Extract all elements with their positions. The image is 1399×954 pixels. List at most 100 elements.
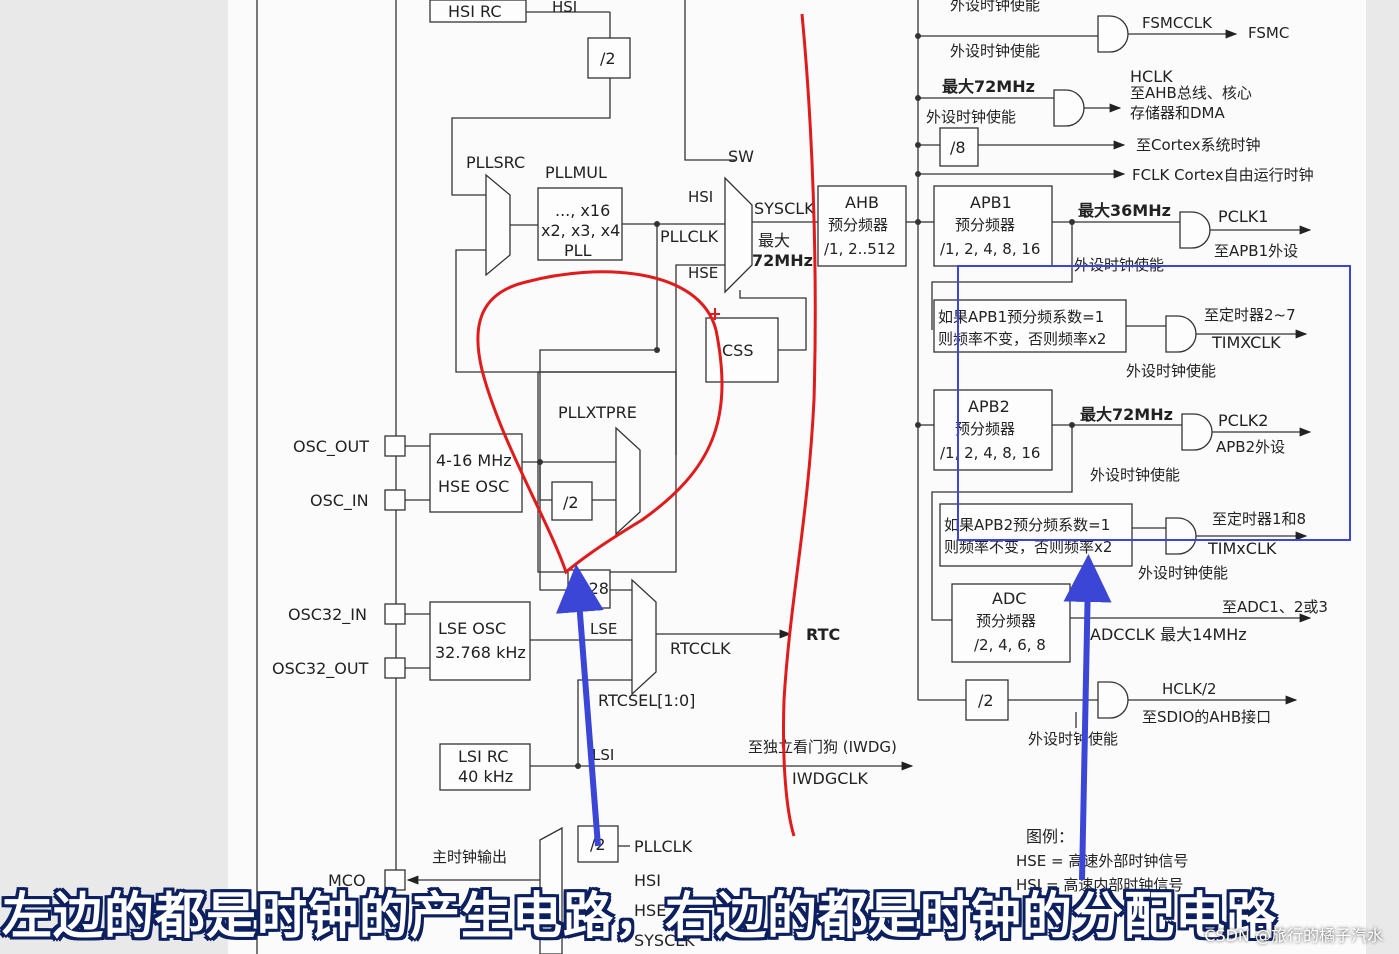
rtcclk-label: RTCCLK — [670, 639, 731, 658]
pll-line3: PLL — [564, 241, 592, 260]
iwdg-label: 至独立看门狗 (IWDG) — [748, 738, 897, 756]
enable-hclk-label: 外设时钟使能 — [926, 108, 1016, 126]
sdio-div2-label: /2 — [978, 691, 994, 710]
hclk-line3: 存储器和DMA — [1130, 104, 1225, 122]
mco-sysclk-label: SYSCLK — [634, 931, 695, 950]
pclk2-label: PCLK2 — [1218, 411, 1268, 430]
apb2-multiplier-box — [939, 503, 1133, 567]
ahb-line3: /1, 2..512 — [824, 240, 896, 258]
osc-in-label: OSC_IN — [310, 491, 369, 511]
blue-arrow-right — [1063, 554, 1112, 881]
timxclk2-label: TIMxCLK — [1207, 539, 1277, 558]
top-enable-a-label: 外设时钟使能 — [950, 0, 1040, 14]
sdio-and-gate — [1097, 681, 1129, 719]
div8-label: /8 — [950, 138, 966, 157]
fsmc-label: FSMC — [1248, 24, 1289, 42]
fsmcclk-label: FSMCCLK — [1142, 14, 1213, 32]
max72-a-label: 最大72MHz — [942, 77, 1035, 96]
hse-osc-box — [429, 433, 523, 513]
apb2-dev-label: APB2外设 — [1216, 438, 1285, 456]
hsi-rc-label: HSI RC — [448, 2, 501, 21]
apb2-prescaler-box — [933, 389, 1053, 471]
mux-hsi-label: HSI — [688, 188, 713, 206]
mco-hse-label: HSE — [634, 901, 666, 920]
red-divider-stroke — [781, 13, 817, 837]
pllxtpre-mux — [615, 426, 641, 536]
adc-line3: /2, 4, 6, 8 — [974, 636, 1046, 654]
lse-osc-box — [429, 601, 531, 681]
apb2-mult-line2: 则频率不变，否则频率x2 — [944, 538, 1112, 556]
lsi-label: LSI — [592, 746, 614, 764]
enable-apb2-label: 外设时钟使能 — [1090, 466, 1180, 484]
blue-highlight-box — [957, 265, 1351, 541]
sysclk-max-a: 最大 — [758, 231, 790, 250]
osc32-in-label: OSC32_IN — [288, 605, 367, 625]
apb1-multiplier-box — [933, 299, 1127, 353]
pclk1-label: PCLK1 — [1218, 207, 1268, 226]
hclk-and-gate — [1053, 89, 1085, 127]
fsmc-and-gate — [1097, 15, 1129, 53]
red-pll-circle — [476, 270, 724, 575]
apb1-mult-line2: 则频率不变，否则频率x2 — [938, 330, 1106, 348]
hclk-line1: HCLK — [1130, 67, 1173, 86]
max72-b-label: 最大72MHz — [1080, 405, 1173, 424]
div8-box — [939, 127, 979, 167]
hse-osc-line1: 4-16 MHz — [436, 451, 512, 470]
apb1-prescaler-box — [933, 185, 1053, 267]
iwdgclk-label: IWDGCLK — [792, 769, 868, 788]
apb2-line2: 预分频器 — [955, 420, 1015, 438]
mco-pin — [384, 869, 406, 891]
hse-osc-line2: HSE OSC — [438, 477, 509, 496]
tim27-and-gate — [1165, 315, 1197, 353]
legend-hse: HSE = 高速外部时钟信号 — [1016, 852, 1188, 870]
watermark: CSDN @旅行的橘子汽水 — [1204, 926, 1383, 945]
osc32-out-label: OSC32_OUT — [272, 659, 369, 679]
mco-pllclk-label: PLLCLK — [634, 837, 693, 856]
timxclk-label: TIMXCLK — [1211, 333, 1281, 352]
tim27-label: 至定时器2~7 — [1204, 306, 1296, 324]
apb1-mult-line1: 如果APB1预分频系数=1 — [938, 308, 1104, 326]
hsi-div2-box — [587, 37, 631, 79]
osc-in-pin — [384, 489, 406, 511]
hsi-label: HSI — [552, 0, 577, 16]
lse-osc-line2: 32.768 kHz — [435, 643, 526, 662]
hsi-rc-box — [429, 0, 527, 23]
apb2-line1: APB2 — [968, 397, 1010, 416]
adc-prescaler-box — [951, 583, 1071, 663]
osc32-in-pin — [384, 603, 406, 625]
mco-mux — [539, 826, 563, 954]
hclk-line2: 至AHB总线、核心 — [1130, 84, 1252, 102]
rtcsel-mux — [631, 578, 657, 696]
legend-hsi: HSI = 高速内部时钟信号 — [1016, 876, 1183, 894]
clock-generation-section: HSI RC HSI /2 PLLSRC PLLMUL ..., x16 x2,… — [272, 0, 914, 954]
osc32-out-pin — [384, 657, 406, 679]
rtcsel-label: RTCSEL[1:0] — [598, 691, 695, 710]
mux-hse-label: HSE — [688, 264, 718, 282]
lsi-rc-box — [439, 743, 531, 791]
cortex-label: 至Cortex系统时钟 — [1136, 136, 1261, 154]
enable-sdio-label: 外设时钟使能 — [1028, 730, 1118, 748]
top-enable-b-label: 外设时钟使能 — [950, 42, 1040, 60]
hsi-div2-label: /2 — [600, 49, 616, 68]
apb1-line2: 预分频器 — [955, 216, 1015, 234]
pllmul-label: PLLMUL — [545, 163, 607, 182]
tim18-label: 至定时器1和8 — [1212, 510, 1306, 528]
ahb-line1: AHB — [845, 193, 879, 212]
pllsrc-label: PLLSRC — [466, 153, 525, 172]
mco-output-label: 主时钟输出 — [432, 848, 507, 866]
hse-div2-box — [551, 481, 593, 521]
css-label: CSS — [722, 341, 753, 360]
rtc-label: RTC — [806, 625, 840, 644]
pll-box — [537, 187, 623, 261]
diagram-page — [228, 0, 1366, 954]
adc-line1: ADC — [992, 589, 1026, 608]
hse-div2-label: /2 — [563, 493, 579, 512]
hclk2-label: HCLK/2 — [1162, 680, 1217, 698]
apb1-line3: /1, 2, 4, 8, 16 — [940, 240, 1040, 258]
red-plus-mark — [710, 308, 720, 320]
lsi-rc-line1: LSI RC — [458, 747, 508, 766]
adc-line2: 预分频器 — [976, 612, 1036, 630]
legend-title: 图例： — [1026, 827, 1074, 846]
ahb-line2: 预分频器 — [828, 216, 888, 234]
